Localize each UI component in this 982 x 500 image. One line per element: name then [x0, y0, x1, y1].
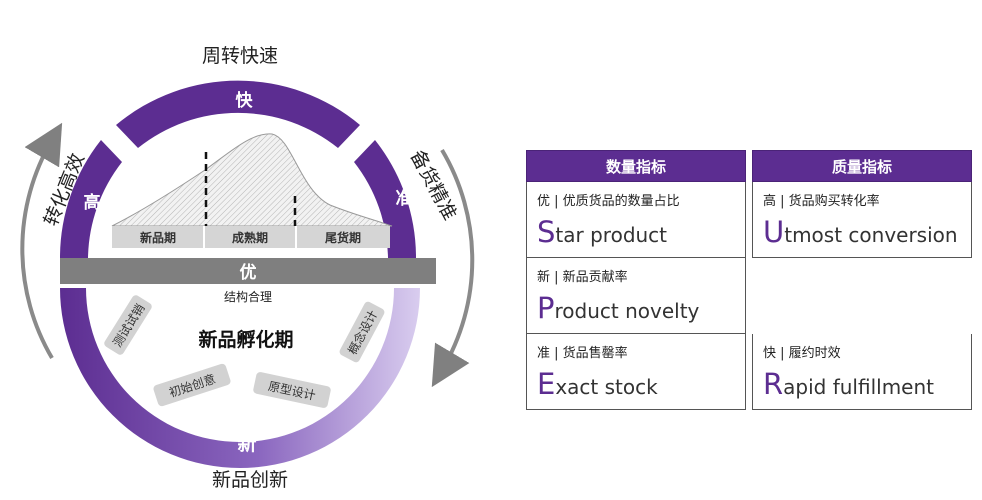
- ring-bottom-label: 新: [237, 432, 256, 455]
- ring-top-label: 快: [236, 90, 254, 111]
- right-cycle-arrow: [431, 148, 475, 388]
- step-concept: 概念设计: [339, 301, 385, 363]
- ring-top-segment: [116, 80, 360, 148]
- stage-tail: 尾货期: [325, 230, 361, 245]
- step-initial-idea: 初始创意: [153, 363, 231, 407]
- header-quantity-metrics: 数量指标: [526, 150, 746, 182]
- stage-mature: 成熟期: [232, 230, 268, 245]
- top-caption: 周转快速: [202, 45, 278, 67]
- cell-product-novelty: 新 | 新品贡献率 Product novelty: [526, 258, 746, 334]
- cell-utmost-conversion: 高 | 货品购买转化率 Utmost conversion: [752, 182, 972, 258]
- step-test-sale: 测试试销: [104, 295, 152, 355]
- structure-bar: [60, 258, 436, 284]
- ring-right-segment: [354, 140, 417, 258]
- bar-label: 优: [240, 262, 257, 283]
- left-cycle-arrow: [20, 122, 63, 360]
- ring-left-label: 高: [84, 192, 101, 213]
- bar-sublabel: 结构合理: [224, 289, 272, 304]
- right-caption: 备货精准: [406, 146, 461, 223]
- stage-bar: [112, 226, 390, 248]
- ring-bottom-segment: [60, 288, 420, 468]
- cell-rapid-fulfillment: 快 | 履约时效 Rapid fulfillment: [752, 334, 972, 410]
- bottom-caption: 新品创新: [212, 469, 288, 491]
- stage-new: 新品期: [140, 230, 176, 245]
- step-prototype: 原型设计: [253, 372, 331, 408]
- cell-empty: [752, 258, 972, 334]
- cell-star-product: 优 | 优质货品的数量占比 Star product: [526, 182, 746, 258]
- ring-left-segment: [59, 140, 122, 258]
- lifecycle-curve: [111, 133, 393, 227]
- business-cycle-diagram: 新品期 成熟期 尾货期 优 结构合理 测试试销 初始创意 原型设计 概念设计 新…: [20, 45, 475, 491]
- metrics-table: 数量指标 质量指标 优 | 优质货品的数量占比 Star product 高 |…: [526, 150, 972, 412]
- cell-exact-stock: 准 | 货品售罄率 Exact stock: [526, 334, 746, 410]
- center-title: 新品孵化期: [198, 328, 293, 351]
- ring-right-label: 准: [396, 189, 413, 209]
- header-quality-metrics: 质量指标: [752, 150, 972, 182]
